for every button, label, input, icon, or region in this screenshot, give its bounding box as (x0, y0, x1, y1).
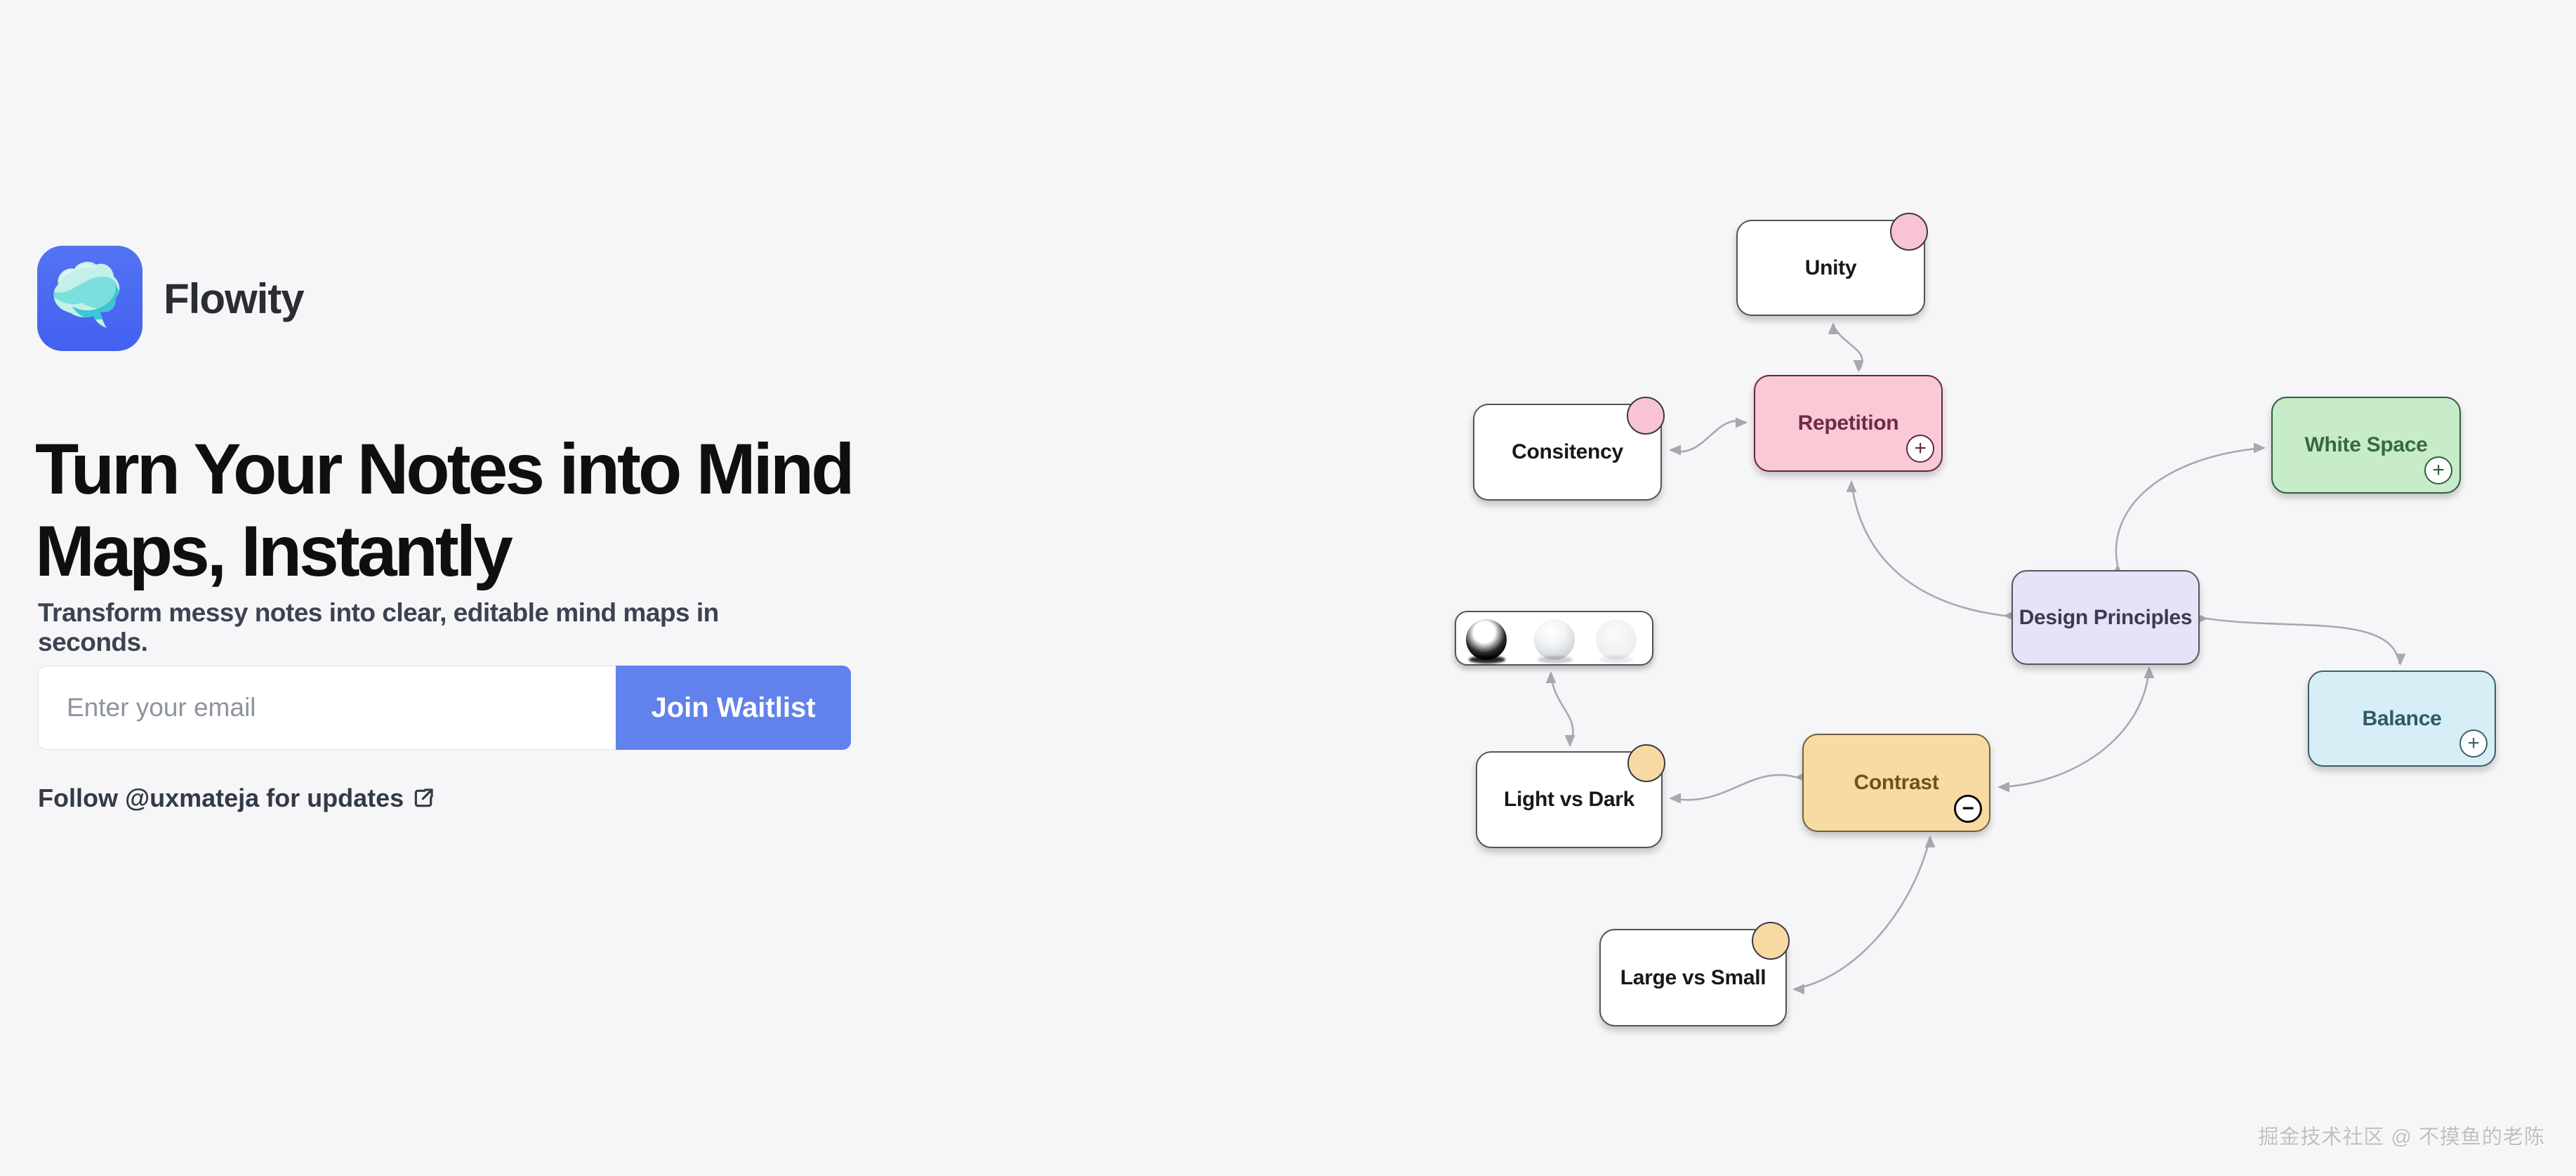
edge-contrast-largesmall (1792, 835, 1936, 995)
sphere-shadow (1469, 656, 1505, 663)
node-label: Light vs Dark (1503, 788, 1635, 811)
edge-lightdark-image (1545, 671, 1576, 747)
collapse-minus-badge[interactable]: − (1954, 795, 1982, 823)
orange-dot-badge[interactable] (1627, 744, 1665, 782)
external-link-icon (414, 788, 433, 807)
node-label: Large vs Small (1620, 965, 1766, 989)
flowity-logo-icon (37, 246, 143, 351)
follow-link[interactable]: Follow @uxmateja for updates (38, 784, 435, 813)
mindmap-node-light-vs-dark[interactable]: Light vs Dark (1476, 744, 1665, 848)
pink-dot-badge[interactable] (1890, 213, 1928, 251)
pink-dot-badge[interactable] (1627, 397, 1665, 435)
watermark: 掘金技术社区 @ 不摸鱼的老陈 (2258, 1126, 2545, 1149)
sphere-shadow (1538, 656, 1573, 663)
edge-repetition-unity (1828, 322, 1864, 372)
edge-contrast-lightdark (1669, 772, 1806, 804)
page-title: Turn Your Notes into Mind Maps, Instantl… (35, 428, 1018, 593)
orange-dot-badge[interactable] (1752, 922, 1790, 960)
page-title-line-2: Maps, Instantly (35, 511, 513, 592)
edge-repetition-consitency (1669, 417, 1748, 456)
brand-name: Flowity (164, 275, 305, 322)
mindmap-node-contrast[interactable]: Contrast − (1802, 734, 1990, 832)
join-waitlist-button[interactable]: Join Waitlist (616, 666, 851, 750)
edge-design-balance (2196, 613, 2406, 666)
mindmap-node-unity[interactable]: Unity (1736, 213, 1928, 316)
edge-design-contrast (1997, 666, 2155, 793)
node-label: Repetition (1797, 411, 1899, 435)
expand-plus-badge[interactable]: + (2424, 456, 2452, 484)
email-input[interactable] (38, 666, 616, 750)
mindmap-node-spheres-image[interactable] (1455, 611, 1653, 666)
mindmap-node-design-principles[interactable]: Design Principles (2012, 570, 2200, 665)
edge-design-repetition (1846, 480, 2015, 621)
brand: Flowity (37, 246, 305, 351)
node-label: White Space (2304, 433, 2428, 456)
node-label: Balance (2362, 706, 2442, 730)
mindmap-node-balance[interactable]: Balance + (2308, 670, 2496, 767)
node-label: Contrast (1854, 771, 1939, 794)
mindmap-node-repetition[interactable]: Repetition + (1754, 375, 1943, 472)
expand-plus-badge[interactable]: + (2459, 729, 2488, 758)
sphere-shadow (1599, 656, 1633, 663)
page-title-line-1: Turn Your Notes into Mind (35, 429, 855, 510)
follow-link-label: Follow @uxmateja for updates (38, 784, 404, 812)
node-label: Consitency (1512, 440, 1623, 463)
expand-plus-badge[interactable]: + (1906, 435, 1934, 463)
subheading: Transform messy notes into clear, editab… (38, 598, 719, 656)
node-label: Design Principles (2019, 605, 2193, 629)
edge-design-whitespace (2112, 442, 2266, 576)
black-sphere-image (1466, 619, 1507, 660)
node-label: Unity (1804, 256, 1857, 279)
waitlist-form: Join Waitlist (38, 666, 851, 750)
light-sphere-image (1596, 619, 1637, 660)
mindmap-node-white-space[interactable]: White Space + (2271, 397, 2461, 494)
mindmap-node-large-vs-small[interactable]: Large vs Small (1599, 922, 1790, 1026)
mindmap-node-consitency[interactable]: Consitency (1473, 397, 1665, 501)
silver-sphere-image (1534, 619, 1575, 660)
